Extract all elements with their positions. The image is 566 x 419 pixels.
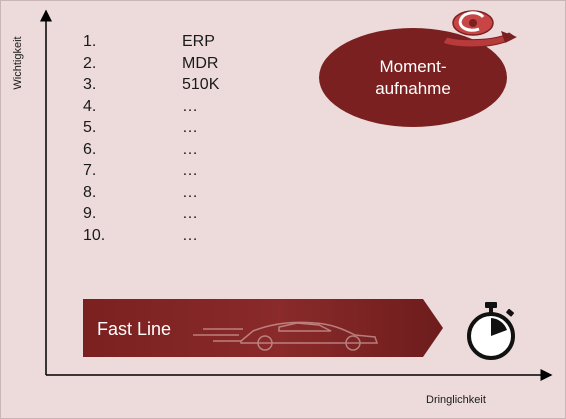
list-item: 5. … xyxy=(83,117,283,139)
list-item-number: 10. xyxy=(83,226,106,244)
list-item-value: … xyxy=(182,162,198,179)
snapshot-bubble-line1: Moment- xyxy=(379,56,447,76)
list-item-value: ERP xyxy=(182,33,215,50)
list-item-number: 7. xyxy=(83,162,97,179)
list-item: 4. … xyxy=(83,96,283,118)
list-item: 10. … xyxy=(83,225,283,247)
list-item-number: 6. xyxy=(83,140,97,158)
list-item-number: 1. xyxy=(83,33,97,50)
x-axis-label: Dringlichkeit xyxy=(426,394,486,406)
list-item: 1. ERP xyxy=(83,31,283,53)
list-item-value: 510K xyxy=(182,76,220,93)
snapshot-bubble-line2: aufnahme xyxy=(375,78,451,98)
list-item-number: 4. xyxy=(83,97,97,115)
list-item-value: … xyxy=(182,205,198,222)
list-item: 9. … xyxy=(83,203,283,225)
list-item: 7. … xyxy=(83,160,283,182)
list-item-number: 9. xyxy=(83,205,97,222)
brand-logo-icon xyxy=(442,10,517,48)
stopwatch-icon xyxy=(467,302,515,360)
list-item-number: 5. xyxy=(83,119,97,136)
list-item: 6. … xyxy=(83,139,283,161)
list-item-value: … xyxy=(182,226,198,244)
list-item-value: … xyxy=(182,119,198,136)
list-item-value: … xyxy=(182,97,198,115)
list-item: 3. 510K xyxy=(83,74,283,96)
y-axis-label: Wichtigkeit xyxy=(12,36,24,90)
priority-list: 1. ERP 2. MDR 3. 510K 4. … 5. … 6. … 7. … 8. … 9… xyxy=(83,31,283,246)
list-item: 8. … xyxy=(83,182,283,204)
list-item-value: … xyxy=(182,140,198,158)
list-item: 2. MDR xyxy=(83,53,283,75)
list-item-number: 2. xyxy=(83,54,97,72)
list-item-number: 3. xyxy=(83,76,97,93)
fast-line-arrow xyxy=(83,299,443,357)
list-item-value: MDR xyxy=(182,54,219,72)
fast-line-label: Fast Line xyxy=(97,319,172,339)
sports-car-icon xyxy=(193,321,379,351)
list-item-value: … xyxy=(182,183,198,201)
list-item-number: 8. xyxy=(83,183,97,201)
